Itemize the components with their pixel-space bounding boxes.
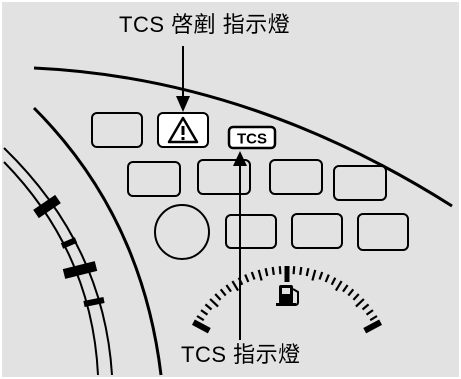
- fuel-gauge-tick: [214, 293, 222, 301]
- indicator-lamp: [197, 159, 251, 195]
- fuel-gauge-tick: [361, 303, 370, 311]
- tcs-indicator-lamp: TCS: [227, 125, 277, 150]
- speed-tick-major: [62, 261, 98, 279]
- fuel-gauge-tick: [355, 298, 365, 308]
- speed-tick-major: [33, 194, 61, 219]
- fuel-gauge-tick: [365, 309, 374, 316]
- fuel-gauge-tick: [225, 284, 232, 293]
- speed-tick-minor: [60, 237, 78, 249]
- fuel-gauge-tick: [299, 266, 303, 276]
- callout-arrow-top: [176, 46, 190, 112]
- round-indicator-lamp: [154, 204, 210, 260]
- indicator-lamp: [357, 213, 409, 251]
- fuel-gauge-tick: [292, 266, 296, 275]
- fuel-gauge-tick: [219, 288, 227, 297]
- speedometer-ticks: [33, 194, 105, 307]
- fuel-gauge-tick: [363, 319, 383, 334]
- fuel-gauge-tick: [330, 277, 337, 286]
- fuel-gauge-tick: [311, 269, 317, 281]
- fuel-gauge-tick: [264, 267, 269, 277]
- gauge-inner-arc-2: [3, 161, 99, 376]
- fuel-gauge-tick: [347, 288, 355, 297]
- fuel-gauge-tick: [324, 274, 330, 283]
- fuel-gauge-ticks: [191, 266, 383, 334]
- fuel-pump-icon: [276, 285, 299, 306]
- tcs-badge-text: TCS: [237, 131, 267, 148]
- fuel-gauge-tick: [369, 315, 378, 322]
- fuel-gauge-tick: [200, 309, 209, 316]
- fuel-gauge-tick: [209, 298, 219, 308]
- indicator-lamp: [127, 161, 181, 197]
- fuel-gauge-tick: [204, 303, 213, 311]
- fuel-gauge-tick: [244, 274, 250, 283]
- indicator-lamp: [269, 159, 323, 195]
- gauge-inner-arc-1: [3, 147, 113, 376]
- dashboard-top-arc: [33, 66, 453, 208]
- fuel-gauge-tick: [342, 284, 349, 293]
- fuel-gauge-tick: [196, 315, 205, 322]
- fuel-gauge-tick: [271, 266, 275, 276]
- indicator-lamp: [91, 112, 143, 148]
- tcs-activation-indicator-label: TCS 啓剷 指示燈: [119, 12, 291, 37]
- tcs-indicator-label: TCS 指示燈: [181, 342, 301, 367]
- fuel-gauge-tick: [318, 271, 324, 280]
- fuel-gauge-tick: [231, 280, 240, 292]
- fuel-gauge-tick: [278, 266, 282, 275]
- warning-triangle-icon: [167, 116, 199, 144]
- fuel-gauge-tick: [305, 267, 310, 277]
- fuel-gauge-tick: [352, 293, 360, 301]
- indicator-lamp: [291, 213, 343, 249]
- gauge-outer-arc: [32, 106, 163, 376]
- fuel-gauge-tick: [257, 269, 263, 281]
- speed-tick-minor: [83, 297, 105, 307]
- fuel-gauge: [191, 266, 383, 334]
- callout-arrow-bottom: [233, 151, 247, 340]
- indicator-lamp: [333, 165, 387, 201]
- fuel-gauge-tick: [191, 319, 211, 334]
- indicator-lamp: [225, 214, 277, 249]
- fuel-gauge-tick: [334, 280, 343, 292]
- fuel-gauge-tick: [250, 271, 256, 280]
